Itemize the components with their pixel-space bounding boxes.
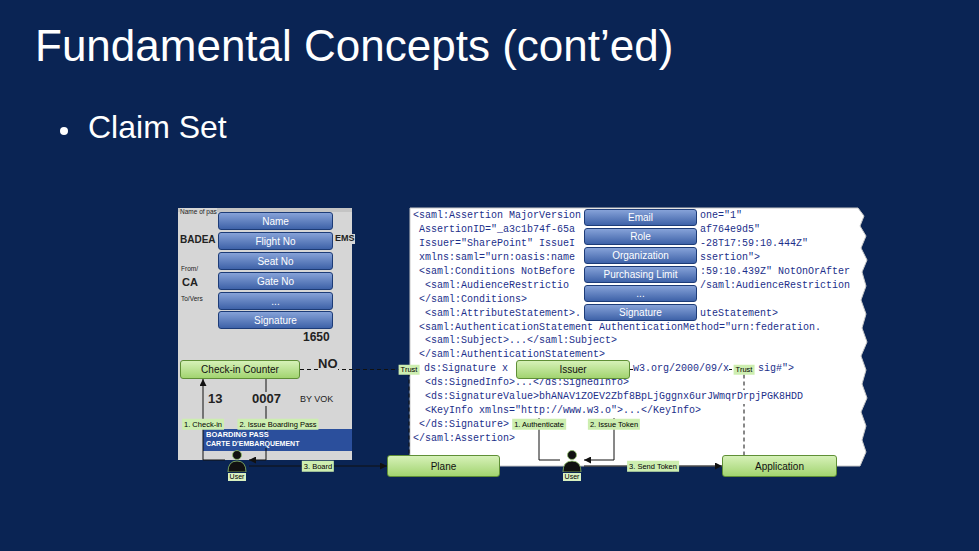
xml-code-text: xmlns:saml="urn:oasis:name [419,251,575,265]
node-text: Signature [619,307,662,318]
edge-label: 3. Board [302,461,334,472]
xml-code-text: <saml:AudienceRestrictio [425,279,569,293]
xml-code-text: <ds:SignatureValue>bhANAV1ZOEV2Zbf8BpLjG… [425,390,803,404]
xml-code-text: one="1" [700,209,742,223]
node-text: Name [262,216,289,227]
edge-label: 2. Issue Boarding Pass [237,419,318,430]
person-icon [560,450,584,472]
person-head [233,451,242,460]
xml-code-text: af764e9d5" [700,223,760,237]
boarding-pass-text: CA [182,276,198,288]
xml-code-text: <saml:Subject>...</saml:Subject> [425,334,617,348]
claim-box: Flight No [218,232,333,250]
edge-label: 2. Issue Token [588,419,640,430]
node-text: Seat No [257,256,293,267]
claim-box: ... [584,285,697,302]
xml-code-text: <saml:AuthenticationStatement Authentica… [419,321,821,335]
boarding-pass-photo [178,208,352,460]
node-text: Email [628,212,653,223]
node-text: User [228,473,247,481]
claim-box: Purchasing Limit [584,266,697,283]
claim-box: Gate No [218,272,333,290]
node-text: Signature [254,315,297,326]
node-text: Organization [612,250,669,261]
xml-code-text: :59:10.439Z" NotOnOrAfter [700,265,850,279]
boarding-pass-text: CARTE D'EMBARQUEMENT [206,440,299,448]
boarding-pass-text: 13 [208,392,222,406]
boarding-pass-text: NO [318,357,338,371]
node-text: User [563,473,582,481]
xml-code-text: ds:Signature x [424,362,508,376]
claim-box: Organization [584,247,697,264]
person-icon [225,450,249,472]
claim-box: ... [218,292,333,310]
process-box: Check-in Counter [180,360,300,379]
xml-snippet-sheet [410,208,867,466]
xml-code-text: </ds:Signature> [419,418,509,432]
xml-code-text: uteStatement> [700,307,778,321]
xml-code-text: <saml:AttributeStatement>. [425,307,581,321]
edge-label: 3. Send Token [627,461,679,472]
claim-box: Seat No [218,252,333,270]
node-text: ... [271,296,279,307]
xml-code-text: </saml:Conditions> [419,293,527,307]
xml-code-text: </saml:Assertion> [413,432,515,446]
boarding-pass-text: From/ [181,265,198,272]
user-actor: User [560,450,584,481]
claim-box: Signature [218,311,333,329]
bullet-dot [60,127,68,135]
node-text: Purchasing Limit [604,269,678,280]
node-text: Flight No [255,236,295,247]
xml-code-text: /saml:AudienceRestriction [700,279,850,293]
boarding-pass-text: 0007 [252,392,281,406]
process-box: Issuer [516,360,630,379]
trust-connector [300,370,409,456]
xml-code-text: <saml:Assertion MajorVersion [413,209,581,223]
node-text: ... [636,288,644,299]
xml-code-text: <KeyInfo xmlns="http://www.w3.o">...</Ke… [425,404,701,418]
xml-code-text: Issuer="SharePoint" IssueI [419,237,575,251]
bullet-text: Claim Set [88,108,227,146]
xml-code-text: sig#"> [758,362,794,376]
xml-code-text: AssertionID="_a3c1b74f-65a [419,223,575,237]
edge-label: 1. Check-in [182,419,224,430]
boarding-pass-text: EMS [335,234,355,244]
process-box: Application [722,455,837,477]
process-box: Plane [387,455,500,477]
xml-code-text: w3.org/2000/09/x [633,362,729,376]
xml-code-text: -28T17:59:10.444Z" [700,237,808,251]
claim-box: Email [584,209,697,226]
xml-code-text: ssertion"> [700,251,760,265]
node-text: Check-in Counter [201,364,279,375]
claim-box: Role [584,228,697,245]
person-body [228,461,246,472]
node-text: Plane [431,461,457,472]
boarding-pass-text: Name of pas [180,208,217,215]
edge-label: Trust [734,364,755,375]
claim-box: Signature [584,304,697,321]
boarding-pass-text: 1650 [303,331,330,344]
xml-code-text: <saml:Conditions NotBefore [419,265,575,279]
boarding-pass-text: BOARDING PASS [206,431,269,439]
node-text: Role [630,231,651,242]
user-actor: User [225,450,249,481]
boarding-pass-text: BY VOK [300,395,333,405]
person-body [563,461,581,472]
boarding-pass-text: To/Vers [181,295,203,302]
slide-title: Fundamental Concepts (cont’ed) [35,20,673,73]
node-text: Issuer [559,364,586,375]
edge-label: 1. Authenticate [512,419,566,430]
claim-box: Name [218,212,333,230]
edge-label: Trust [399,364,420,375]
boarding-pass-band [203,429,352,451]
node-text: Gate No [257,276,294,287]
node-text: Application [755,461,804,472]
boarding-pass-text: BADEA [180,234,216,245]
person-head [568,451,577,460]
